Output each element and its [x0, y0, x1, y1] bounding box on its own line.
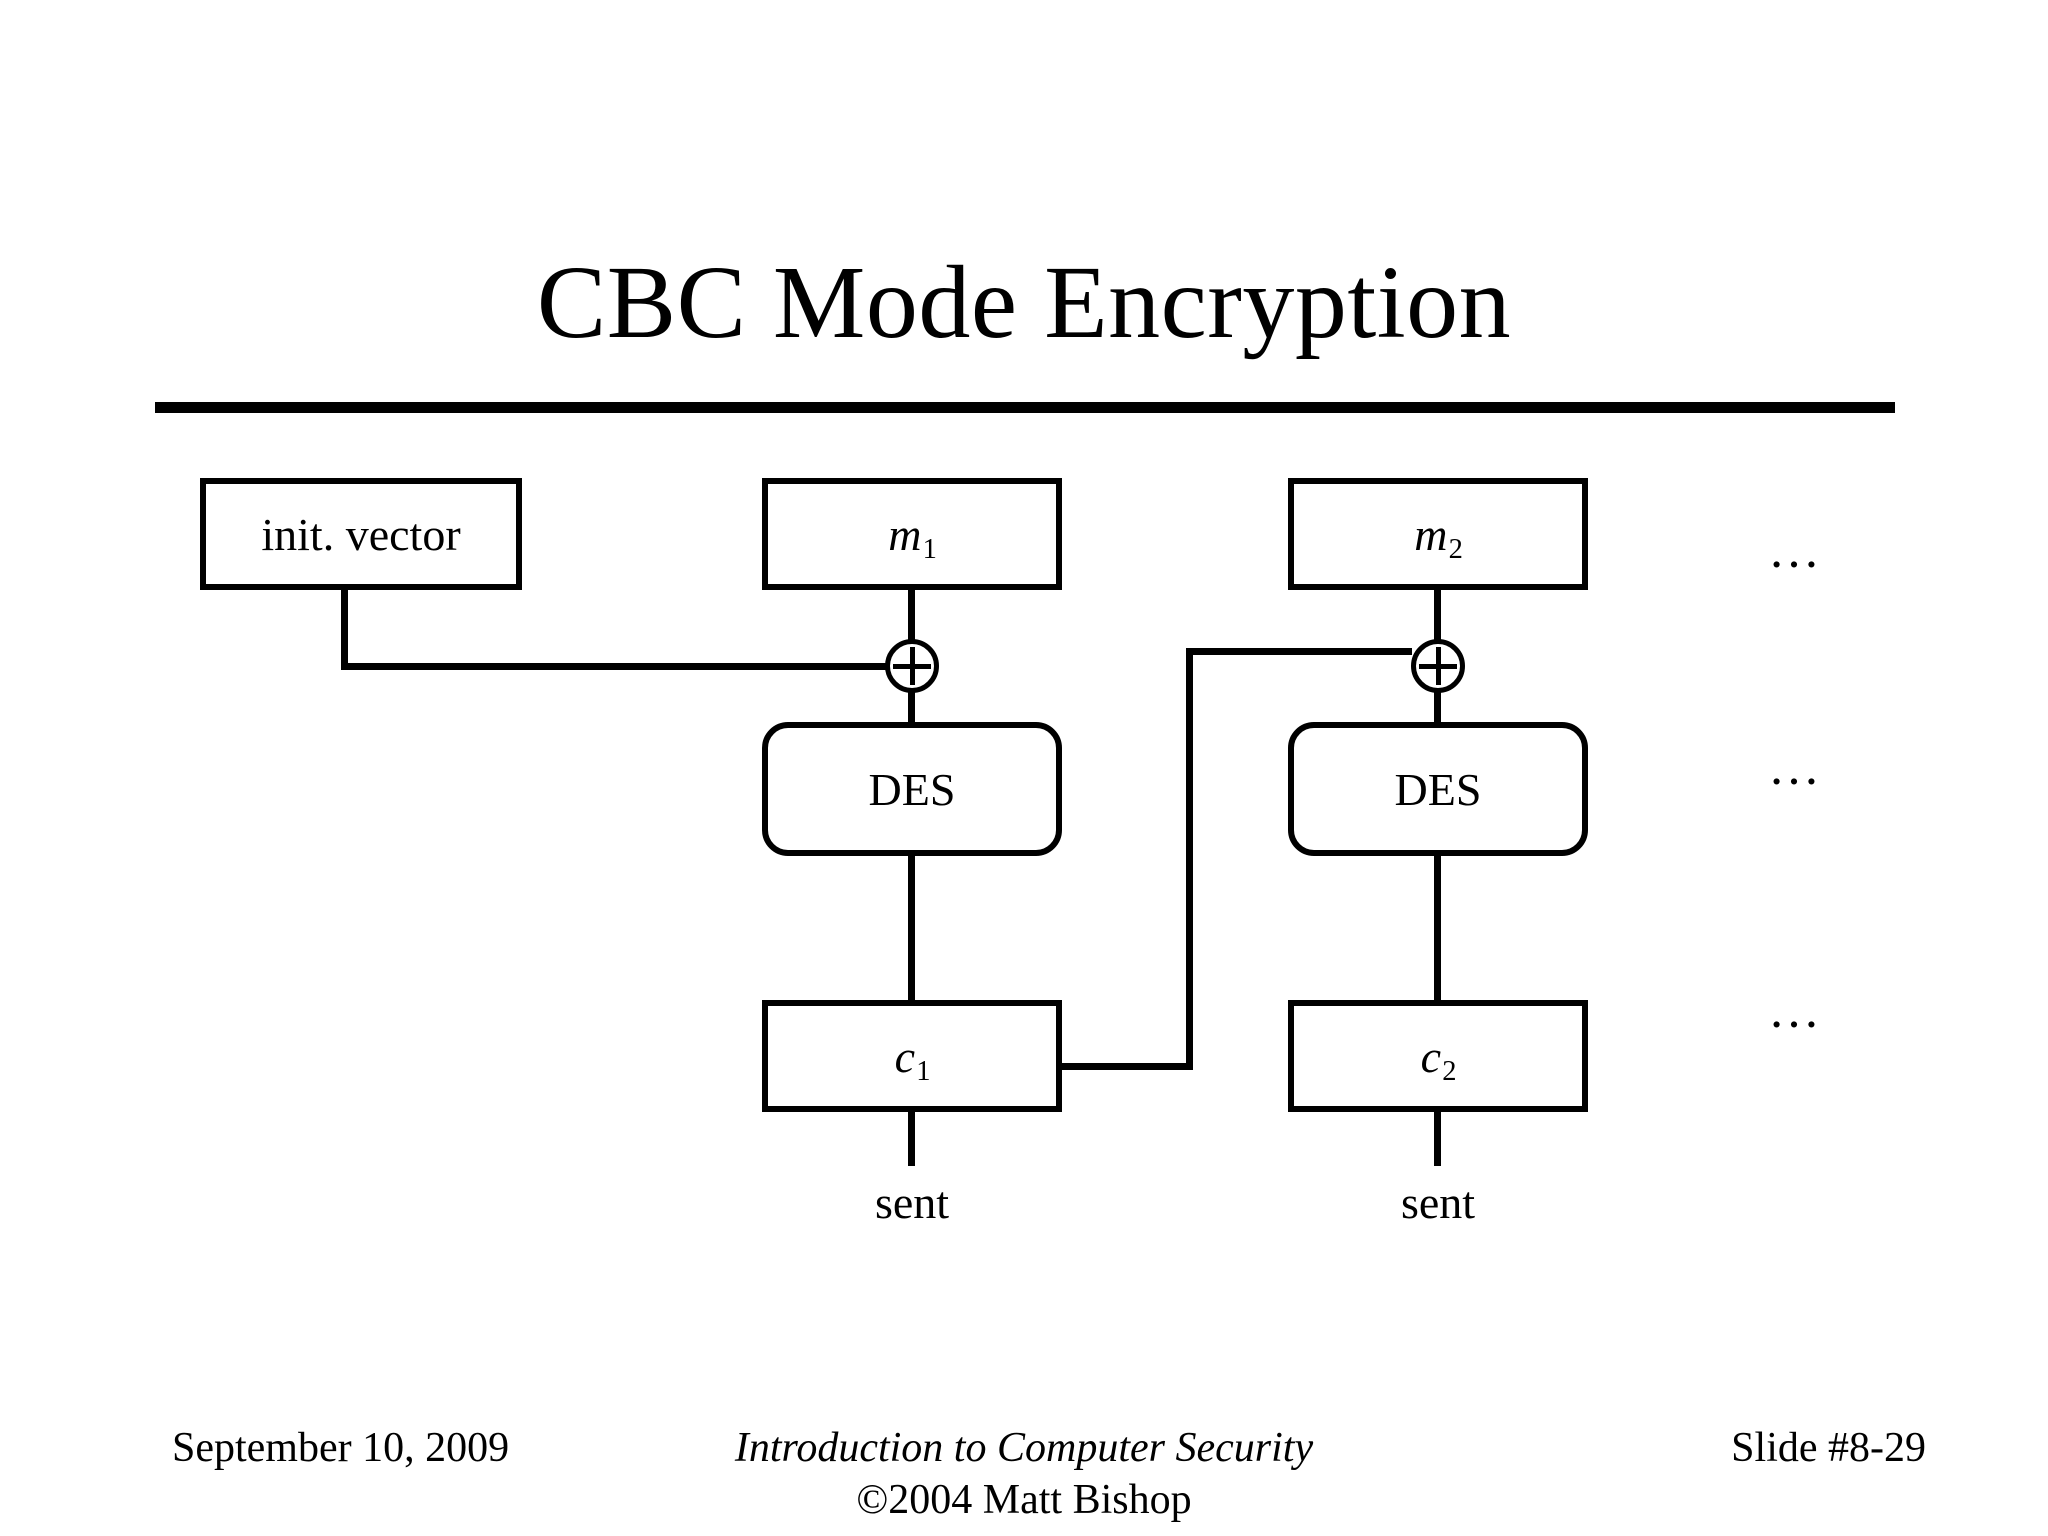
caption-sent-1: sent [874, 1177, 950, 1228]
node-c2-label: c2 [1420, 1030, 1457, 1088]
continuation-ellipsis-row-1: … [1768, 522, 1824, 579]
node-c1-label: c1 [894, 1030, 931, 1088]
node-c2[interactable]: c2 [1288, 1000, 1588, 1112]
node-des-2-label: DES [1394, 763, 1482, 815]
node-m2-label: m2 [1414, 508, 1463, 566]
wire-m2-to-xor2 [1434, 590, 1441, 640]
footer-copyright: ©2004 Matt Bishop [856, 1477, 1192, 1523]
wire-c1-feedback-to-xor2 [1186, 648, 1412, 655]
continuation-ellipsis-row-3: … [1768, 982, 1824, 1039]
wire-c1-to-sent [908, 1112, 915, 1166]
footer-date: September 10, 2009 [172, 1425, 510, 1471]
node-c1-subscript: 1 [916, 1056, 931, 1088]
page-title: CBC Mode Encryption [536, 244, 1512, 360]
wire-des2-to-c2 [1434, 855, 1441, 1007]
node-m2-subscript: 2 [1448, 534, 1463, 566]
wire-c1-feedback-out [1062, 1063, 1193, 1070]
footer-slide-number: Slide #8-29 [1731, 1425, 1926, 1471]
node-init-vector-label: init. vector [261, 508, 461, 560]
node-c1[interactable]: c1 [762, 1000, 1062, 1112]
xor-operator-1[interactable] [885, 639, 939, 693]
wire-c1-feedback-riser [1186, 648, 1193, 1070]
footer-center: Introduction to Computer Security ©2004 … [0, 1424, 2048, 1524]
wire-xor2-to-des2 [1434, 692, 1441, 726]
node-m2[interactable]: m2 [1288, 478, 1588, 590]
node-des-1-label: DES [868, 763, 956, 815]
node-m1-subscript: 1 [922, 534, 937, 566]
node-m1[interactable]: m1 [762, 478, 1062, 590]
wire-xor1-to-des1 [908, 692, 915, 726]
footer-course-title: Introduction to Computer Security [734, 1425, 1314, 1471]
title-divider [155, 402, 1895, 413]
node-m1-base: m [888, 508, 922, 560]
wire-iv-drop [341, 588, 348, 670]
xor-operator-2[interactable] [1411, 639, 1465, 693]
node-c2-base: c [1420, 1030, 1442, 1082]
wire-iv-to-xor1 [341, 663, 886, 670]
node-des-2[interactable]: DES [1288, 722, 1588, 856]
node-c1-base: c [894, 1030, 916, 1082]
node-des-1[interactable]: DES [762, 722, 1062, 856]
wire-c2-to-sent [1434, 1112, 1441, 1166]
node-init-vector[interactable]: init. vector [200, 478, 522, 590]
node-c2-subscript: 2 [1442, 1056, 1457, 1088]
caption-sent-2: sent [1400, 1177, 1476, 1228]
node-m2-base: m [1414, 508, 1448, 560]
continuation-ellipsis-row-2: … [1768, 739, 1824, 796]
wire-m1-to-xor1 [908, 590, 915, 640]
wire-des1-to-c1 [908, 855, 915, 1007]
node-m1-label: m1 [888, 508, 937, 566]
